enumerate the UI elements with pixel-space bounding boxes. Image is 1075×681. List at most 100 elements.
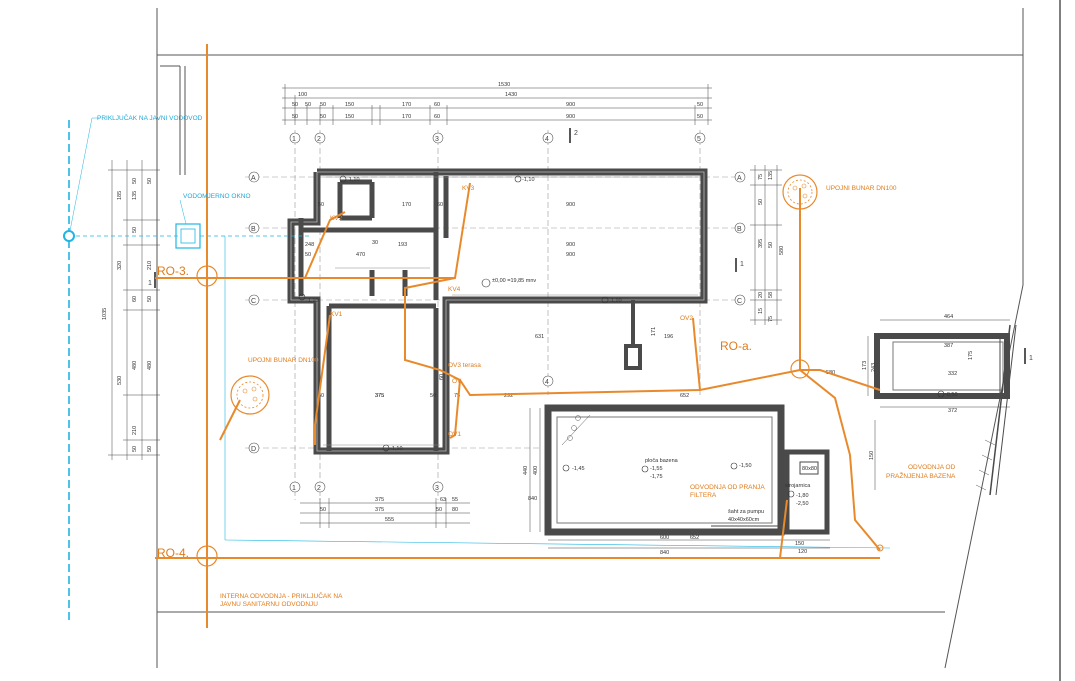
dim-top-r4-d: 170 xyxy=(402,114,411,120)
dim-top-r3-d: 150 xyxy=(345,102,354,108)
label-filter-drain: ODVODNJA OD PRANJA xyxy=(690,484,765,491)
dim-in-5: 248 xyxy=(305,242,314,248)
dim-top-r4-a: 50 xyxy=(292,114,298,120)
dim-left-16: 50 xyxy=(147,446,153,452)
dim-left-1: 185 xyxy=(117,191,123,200)
dim-pool-3: 840 xyxy=(660,550,669,556)
dim-left-14: 480 xyxy=(147,361,153,370)
dim-annex-7: 175 xyxy=(968,351,974,360)
axis-col-2: 2 xyxy=(317,136,321,143)
dim-right-6: 580 xyxy=(779,246,785,255)
dim-annex-6: 243 xyxy=(871,363,877,372)
building-partitions xyxy=(298,172,449,451)
well-icon-top xyxy=(782,174,818,210)
manhole-roa-icon xyxy=(790,359,810,379)
annex-box xyxy=(874,324,1017,496)
dim-in-15: 171 xyxy=(651,327,657,336)
elev-pool-2: -1,55 xyxy=(650,466,663,472)
left-dimension-text: 185 135 50 50 50 1035 320 210 60 50 530 … xyxy=(102,178,153,452)
dim-bottom-5: 375 xyxy=(375,507,384,513)
dim-in-18: 375 xyxy=(375,393,384,399)
dim-in-16: 196 xyxy=(664,334,673,340)
dim-bottom-8: 555 xyxy=(385,517,394,523)
dim-right-1: 75 xyxy=(758,174,764,180)
dim-left-7: 320 xyxy=(117,261,123,270)
dim-top-r3-b: 50 xyxy=(305,102,311,108)
label-ov1: OV1 xyxy=(448,431,461,438)
label-pump-shaft: šaht za pumpu xyxy=(728,509,764,515)
right-dimension-text: 75 135 50 395 50 580 20 58 15 75 xyxy=(758,171,785,322)
water-supply-lines xyxy=(68,117,891,620)
dim-right-3: 50 xyxy=(758,199,764,205)
water-connection-icon xyxy=(63,230,75,242)
dim-right-8: 58 xyxy=(768,292,774,298)
label-roa: RO-a. xyxy=(720,339,752,353)
slope-hatch xyxy=(975,439,996,491)
bottom-dimension-text: 375 63 55 50 375 50 80 555 xyxy=(320,497,458,523)
elev-pump-2: -2,50 xyxy=(796,501,809,507)
building-hatch xyxy=(323,176,698,446)
dim-in-13: 60 xyxy=(439,374,445,380)
dim-bottom-1: 375 xyxy=(375,497,384,503)
dim-in-20: 75 xyxy=(454,393,460,399)
axis-row-c: C xyxy=(251,298,256,305)
label-kv1: KV1 xyxy=(330,311,343,318)
label-kv3: KV3 xyxy=(462,185,475,192)
dim-left-13: 210 xyxy=(132,426,138,435)
label-pool-slab: ploča bazena xyxy=(645,458,679,464)
axis-row-c-right: C xyxy=(737,298,742,305)
dim-left-11: 530 xyxy=(117,376,123,385)
elev-pump-1: -1,80 xyxy=(796,493,809,499)
axis-col-2-bottom: 2 xyxy=(317,485,321,492)
dim-left-4: 50 xyxy=(147,178,153,184)
dim-top-r3-a: 50 xyxy=(292,102,298,108)
elev-4: -1,10 xyxy=(609,298,622,304)
dim-top-r4-f: 900 xyxy=(566,114,575,120)
dim-right-2: 135 xyxy=(768,171,774,180)
dim-top-r3-f: 60 xyxy=(434,102,440,108)
dim-in-19: 50 xyxy=(430,393,436,399)
bottom-dimension-lines xyxy=(300,498,470,528)
axis-row-a: A xyxy=(251,175,256,182)
dim-pool-8: 120 xyxy=(798,549,807,555)
label-kv4: KV4 xyxy=(448,286,461,293)
dim-left-6: 1035 xyxy=(102,308,108,320)
section-mark-1-b: 1 xyxy=(148,280,152,287)
dim-total-width: 1530 xyxy=(498,82,510,88)
dim-annex-1: 464 xyxy=(944,314,953,320)
dim-in-9: 50 xyxy=(305,252,311,258)
dim-top-r3-e: 170 xyxy=(402,102,411,108)
section-mark-1-c: 1 xyxy=(1029,355,1033,362)
pool-dimension-lines xyxy=(529,319,1010,549)
label-public-water: PRIKLJUČAK NA JAVNI VODOVOD xyxy=(97,113,203,122)
dim-pool-4: 440 xyxy=(523,466,529,475)
dim-top-r3-h: 50 xyxy=(697,102,703,108)
section-mark-2: 2 xyxy=(574,130,578,137)
dim-pool-7: 150 xyxy=(795,541,804,547)
dim-left-9: 60 xyxy=(132,296,138,302)
axis-row-b-right: B xyxy=(737,226,742,233)
dim-in-2: 170 xyxy=(402,202,411,208)
elevation-markers xyxy=(298,175,945,498)
label-pump-room: strojarnica xyxy=(785,483,811,489)
label-ov4: OV xyxy=(452,378,462,385)
label-filter-drain-2: FILTERA xyxy=(690,492,717,499)
elev-2: -1,10 xyxy=(522,177,535,183)
dim-bottom-3: 55 xyxy=(452,497,458,503)
dim-top-r2-a: 100 xyxy=(298,92,307,98)
dim-in-12: 375 xyxy=(375,393,384,399)
axis-bubbles xyxy=(248,132,746,493)
label-pool-drain-2: PRAŽNJENJA BAZENA xyxy=(886,471,956,480)
pool xyxy=(544,404,830,536)
axis-col-3-bottom: 3 xyxy=(435,485,439,492)
dim-annex-8: 150 xyxy=(869,451,875,460)
labels: PRIKLJUČAK NA JAVNI VODOVOD VODOMJERNO O… xyxy=(97,113,956,608)
dim-right-5: 50 xyxy=(768,242,774,248)
well-icon-left xyxy=(230,375,270,415)
dim-annex-2: 387 xyxy=(944,343,953,349)
dim-in-11: 900 xyxy=(566,252,575,258)
axis-bubble-text: 1 2 3 4 5 1 2 3 4 A B C D A B C xyxy=(251,136,742,492)
dim-in-17: 50 xyxy=(318,393,324,399)
dim-in-7: 193 xyxy=(398,242,407,248)
